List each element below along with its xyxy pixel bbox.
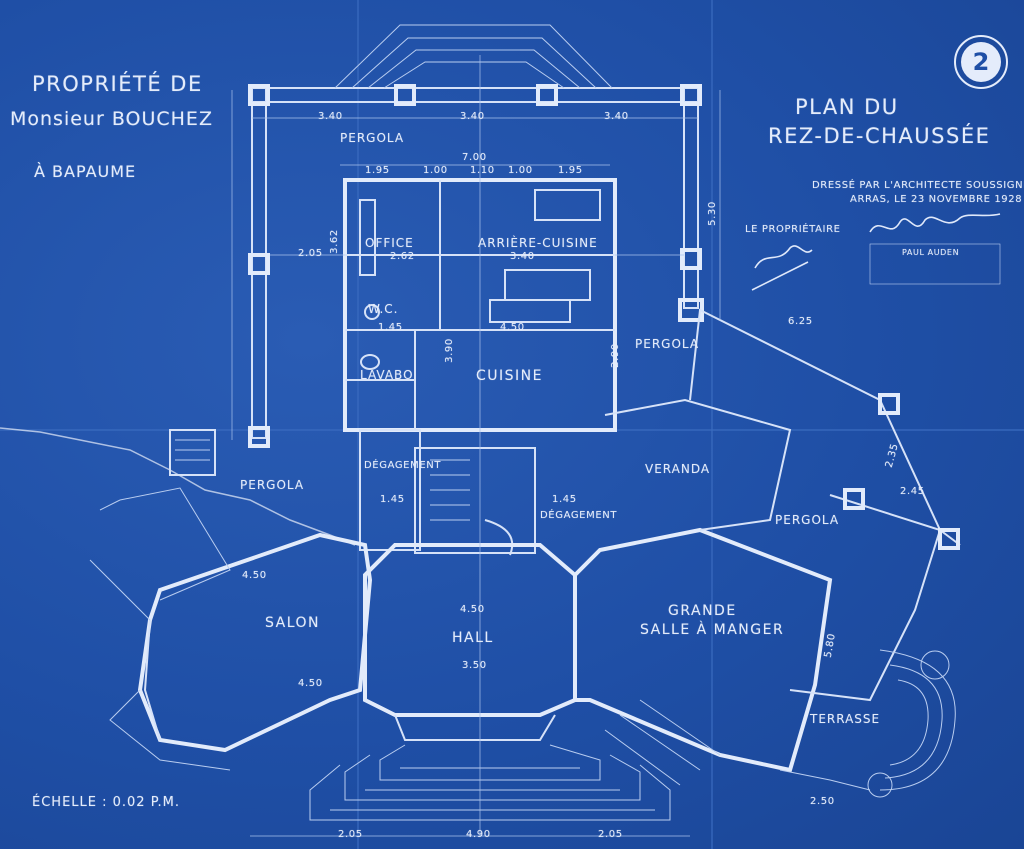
plan-title-line2: REZ-DE-CHAUSSÉE xyxy=(768,124,991,148)
dim-degagement-right-width: 1.45 xyxy=(552,494,577,505)
dim-pergola-left-width: 2.05 xyxy=(298,248,323,259)
dim-overall-width: 7.00 xyxy=(462,152,487,163)
dim-245: 2.45 xyxy=(900,486,925,497)
dim-arriere-width: 3.40 xyxy=(510,251,535,262)
dim-hall-lower: 3.50 xyxy=(462,660,487,671)
dim-cuisine-height: 3.90 xyxy=(443,338,455,363)
front-steps xyxy=(250,744,690,837)
dim-205-bottom: 2.05 xyxy=(338,829,363,840)
sheet-number-badge: 2 xyxy=(954,35,1008,89)
dim-250: 2.50 xyxy=(810,796,835,807)
hall-walls xyxy=(359,429,577,741)
room-office: OFFICE xyxy=(365,236,414,250)
dim-salon-length: 4.50 xyxy=(242,570,267,581)
dim-100-a: 1.00 xyxy=(423,165,448,176)
stamp-name: PAUL AUDEN xyxy=(902,248,960,257)
dim-top-span-left: 3.40 xyxy=(318,111,343,122)
dim-cuisine-width: 4.50 xyxy=(500,322,525,333)
dim-salon-length-b: 4.50 xyxy=(298,678,323,689)
room-degagement-left: DÉGAGEMENT xyxy=(364,460,442,471)
dimension-lines xyxy=(231,55,721,836)
owner-sign-label: LE PROPRIÉTAIRE xyxy=(745,224,841,235)
label-pergola-top: PERGOLA xyxy=(340,131,405,145)
pergola-top-frame xyxy=(248,24,704,448)
dim-hall-width: 4.50 xyxy=(460,604,485,615)
dim-dining-length: 5.30 xyxy=(706,201,718,226)
owner-title-line2: Monsieur BOUCHEZ xyxy=(10,108,213,130)
label-pergola-right: PERGOLA xyxy=(635,337,700,351)
drafted-date-line: ARRAS, LE 23 NOVEMBRE 1928 xyxy=(850,194,1023,205)
room-hall: HALL xyxy=(452,630,494,646)
dim-office-width: 2.62 xyxy=(390,251,415,262)
terrace xyxy=(779,639,956,798)
label-pergola-left: PERGOLA xyxy=(240,478,305,492)
dim-195-left: 1.95 xyxy=(365,165,390,176)
dim-205-bottom-right: 2.05 xyxy=(598,829,623,840)
room-cuisine: CUISINE xyxy=(476,368,543,384)
salon-wing-walls xyxy=(89,429,373,771)
architect-signature xyxy=(869,213,1001,233)
dim-wc-width: 1.45 xyxy=(378,322,403,333)
dim-490: 4.90 xyxy=(466,829,491,840)
dim-625: 6.25 xyxy=(788,316,813,327)
dim-top-span-right: 3.40 xyxy=(604,111,629,122)
dining-wing-walls xyxy=(573,308,961,786)
label-pergola-far-right: PERGOLA xyxy=(775,513,840,527)
owner-title-line3: À BAPAUME xyxy=(34,162,137,181)
room-grande-salle-line2: SALLE À MANGER xyxy=(640,622,785,638)
dim-362: 3.62 xyxy=(328,229,340,254)
dim-100-b: 1.00 xyxy=(508,165,533,176)
dim-195-right: 1.95 xyxy=(558,165,583,176)
architect-stamp xyxy=(869,243,1001,285)
scale-label: ÉCHELLE : 0.02 P.M. xyxy=(32,795,180,810)
room-arriere-cuisine: ARRIÈRE-CUISINE xyxy=(478,236,598,250)
owner-title-line1: PROPRIÉTÉ DE xyxy=(32,72,203,96)
dim-290: 2.90 xyxy=(609,343,621,368)
room-terrasse: TERRASSE xyxy=(810,712,881,726)
dim-top-span-mid: 3.40 xyxy=(460,111,485,122)
drafted-by-line: DRESSÉ PAR L'ARCHITECTE SOUSSIGNÉ xyxy=(812,180,1024,191)
sheet-number: 2 xyxy=(961,42,1001,82)
room-veranda: VERANDA xyxy=(645,462,711,476)
dim-degagement-width: 1.45 xyxy=(380,494,405,505)
owner-signature xyxy=(751,245,813,291)
torn-edge xyxy=(0,427,356,546)
room-lavabo: LAVABO xyxy=(360,368,414,382)
room-wc: W.C. xyxy=(368,302,399,316)
dim-110: 1.10 xyxy=(470,165,495,176)
room-degagement-right: DÉGAGEMENT xyxy=(540,510,618,521)
room-grande-salle-line1: GRANDE xyxy=(668,603,737,619)
plan-title-line1: PLAN DU xyxy=(795,95,899,119)
room-salon: SALON xyxy=(265,615,321,631)
